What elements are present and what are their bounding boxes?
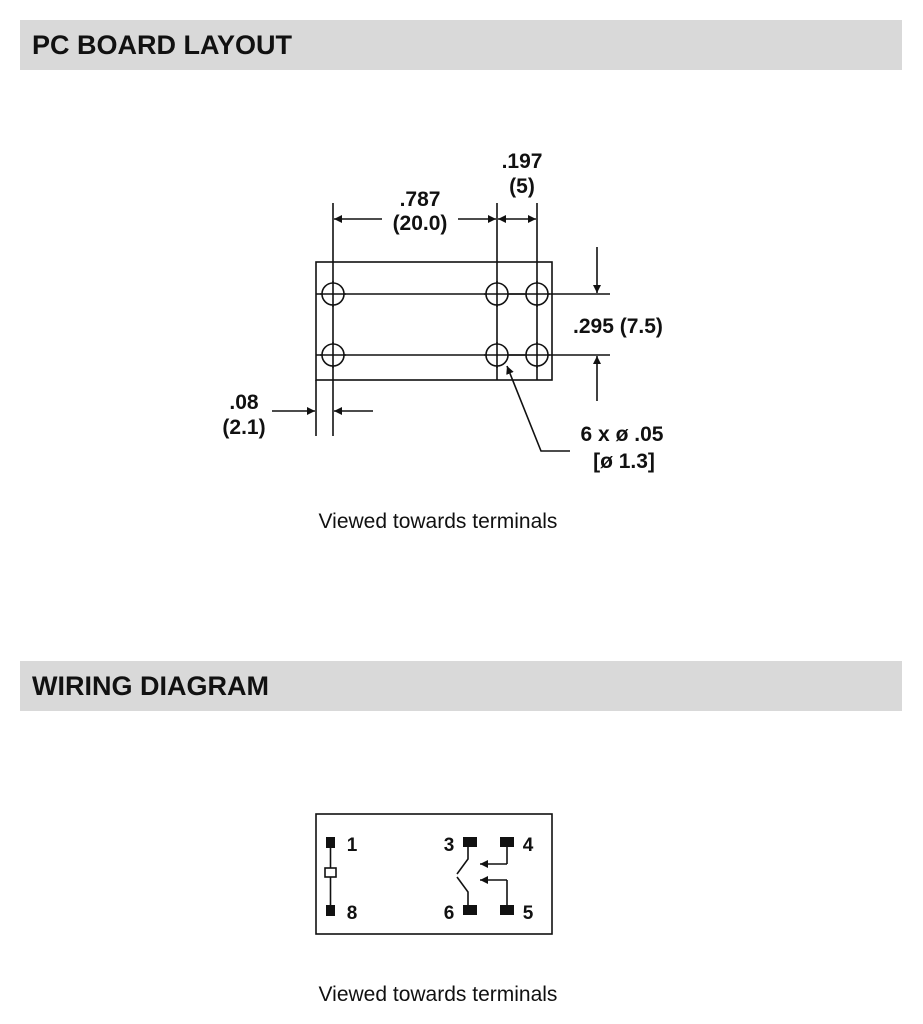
pin-pad-1 bbox=[326, 837, 335, 848]
wiring-diagram-drawing bbox=[315, 813, 553, 935]
pin-pad-3 bbox=[463, 837, 477, 847]
dim-width-inches: .787 bbox=[400, 188, 441, 211]
pin-label-4: 4 bbox=[523, 835, 534, 856]
pcb-layout-header: PC BOARD LAYOUT bbox=[20, 20, 902, 70]
pin-pad-4 bbox=[500, 837, 514, 847]
relay-outline bbox=[315, 813, 553, 935]
pin-label-5: 5 bbox=[523, 903, 534, 924]
pin-label-3: 3 bbox=[444, 835, 455, 856]
hole-callout-count: 6 x ø .05 bbox=[581, 423, 664, 446]
board-outline bbox=[315, 261, 553, 381]
dim-pitch-inches: .197 bbox=[502, 150, 543, 173]
pin-label-8: 8 bbox=[347, 903, 358, 924]
coil-symbol bbox=[324, 867, 337, 878]
hole-callout-leader bbox=[506, 365, 570, 452]
dim-width-mm: (20.0) bbox=[393, 212, 448, 235]
dim-offset-inches: .08 bbox=[229, 391, 259, 414]
pin-label-1: 1 bbox=[347, 835, 358, 856]
dim-offset-mm: (2.1) bbox=[222, 416, 265, 439]
wiring-diagram-header: WIRING DIAGRAM bbox=[20, 661, 902, 711]
pin-pad-6 bbox=[463, 905, 477, 915]
switch-contact-upper bbox=[456, 847, 469, 875]
pin-pad-5 bbox=[500, 905, 514, 915]
pcb-layout-caption: Viewed towards terminals bbox=[318, 510, 558, 533]
hole-crosshairs bbox=[320, 281, 550, 368]
dim-pitch-mm: (5) bbox=[509, 175, 535, 198]
switch-contact-lower bbox=[456, 876, 469, 905]
dim-row-spacing-label: .295 (7.5) bbox=[573, 315, 663, 338]
hole-callout-diameter: [ø 1.3] bbox=[593, 450, 655, 473]
wiring-diagram-caption: Viewed towards terminals bbox=[318, 983, 558, 1006]
pin-label-6: 6 bbox=[444, 903, 455, 924]
pcb-layout-drawing bbox=[272, 203, 610, 452]
pin-pad-8 bbox=[326, 905, 335, 916]
